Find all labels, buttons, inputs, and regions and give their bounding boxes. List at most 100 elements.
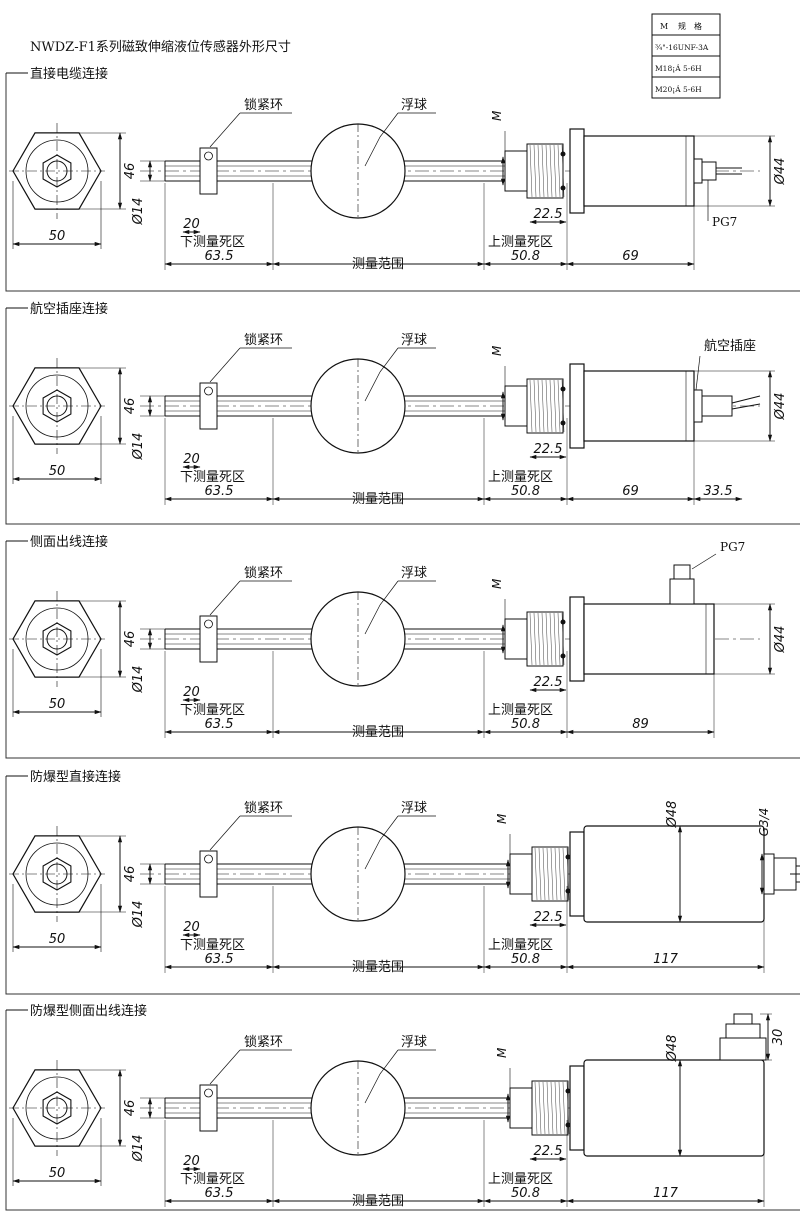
- hex-height-dim: 46: [123, 398, 138, 415]
- ex-side-gland-cap: [733, 1013, 753, 1025]
- section-1: 直接电缆连接4650锁紧环浮球MØ14Ø44PG72063.5下测量死区测量范围…: [5, 66, 800, 292]
- section-frame: [5, 1010, 800, 1211]
- seal-dot-bottom: [560, 185, 566, 191]
- seal-dot-bottom: [560, 653, 566, 659]
- lock-ring: [199, 382, 218, 430]
- thread-line: [549, 379, 553, 433]
- head-dia-label: Ø48: [665, 1035, 680, 1063]
- connector: PG7: [693, 158, 742, 229]
- measure-range-label: 测量范围: [352, 725, 404, 740]
- thread-line: [553, 612, 557, 666]
- thread-line: [550, 847, 554, 901]
- head-length-dim: 69: [622, 249, 639, 264]
- head-dia-label: Ø48: [665, 801, 680, 829]
- head-dia-dim: Ø44: [773, 626, 788, 654]
- rod-dia-label: Ø14: [131, 198, 146, 226]
- thread-m-label: M: [495, 813, 509, 824]
- thread-line: [545, 379, 549, 433]
- lock-ring-screw: [204, 386, 213, 396]
- hex-height-dim: 46: [123, 866, 138, 883]
- thread-seat: [504, 150, 528, 192]
- drawing-sections: 直接电缆连接4650锁紧环浮球MØ14Ø44PG72063.5下测量死区测量范围…: [5, 66, 800, 1211]
- thread-line: [538, 847, 542, 901]
- dim-50-8: 50.8: [511, 1186, 540, 1201]
- hex-width-dim: 50: [49, 229, 66, 244]
- section-frame: [5, 73, 800, 292]
- thread-line: [550, 1081, 554, 1135]
- dim-63-5: 63.5: [205, 1186, 234, 1201]
- head-length-dim: 89: [632, 717, 649, 732]
- thread-line: [557, 379, 561, 433]
- thread-body: [526, 611, 564, 667]
- connector: 航空插座: [693, 338, 761, 423]
- measure-range-label: 测量范围: [352, 1194, 404, 1209]
- socket-body: [701, 395, 733, 417]
- lock-ring-screw: [204, 619, 213, 629]
- g34-label: G3/4: [757, 808, 771, 837]
- dim-22-5: 22.5: [534, 910, 563, 925]
- seal-dot-top: [560, 386, 566, 392]
- dim-63-5: 63.5: [205, 484, 234, 499]
- upper-dead-zone-label: 上测量死区: [488, 703, 553, 718]
- dim-50-8: 50.8: [511, 484, 540, 499]
- dim-50-8: 50.8: [511, 952, 540, 967]
- thread-line: [557, 612, 561, 666]
- lower-dead-zone-label: 下测量死区: [180, 938, 245, 953]
- lock-ring: [199, 147, 218, 195]
- dim-20: 20: [183, 217, 200, 232]
- socket-flange: [693, 389, 703, 423]
- connector: G3/4: [757, 808, 800, 895]
- thread-line: [529, 379, 533, 433]
- section-title: 防爆型直接连接: [30, 769, 121, 785]
- thread-body: [531, 1080, 569, 1136]
- seal-dot-top: [560, 151, 566, 157]
- float-ball: [310, 591, 406, 687]
- extra-length-dim: 33.5: [704, 484, 733, 499]
- dim-22-5: 22.5: [534, 442, 563, 457]
- section-title: 直接电缆连接: [30, 66, 108, 82]
- head-dia-dim: Ø44: [773, 158, 788, 186]
- pg7-leader: [691, 553, 717, 570]
- thread-seat: [504, 618, 528, 660]
- spec-header-label: 规 格: [678, 21, 702, 31]
- thread-line: [534, 1081, 538, 1135]
- thread-line: [537, 144, 541, 198]
- upper-dead-zone-label: 上测量死区: [488, 938, 553, 953]
- thread-line: [533, 612, 537, 666]
- head-length-dim: 117: [653, 952, 679, 967]
- hex-width-dim: 50: [49, 697, 66, 712]
- dim-50-8: 50.8: [511, 717, 540, 732]
- section-frame: [5, 776, 800, 995]
- dim-22-5: 22.5: [534, 1144, 563, 1159]
- pg7-label: PG7: [712, 215, 737, 229]
- lock-ring: [199, 850, 218, 898]
- lock-ring-label: 锁紧环: [244, 1034, 283, 1050]
- lock-ring-leader: [209, 815, 241, 851]
- hex-height-dim: 46: [123, 163, 138, 180]
- dim-20: 20: [183, 452, 200, 467]
- height-30-dim: 30: [771, 1029, 786, 1046]
- thread-line: [558, 847, 562, 901]
- side-gland: [669, 578, 695, 605]
- head-flange: [569, 596, 585, 682]
- thread-line: [553, 144, 557, 198]
- measure-range-label: 测量范围: [352, 960, 404, 975]
- float-leader-2: [379, 347, 399, 373]
- sensor-head-explosion-proof: [583, 1059, 765, 1157]
- hex-height-dim: 46: [123, 1100, 138, 1117]
- thread-line: [557, 144, 561, 198]
- float-leader-2: [379, 1049, 399, 1075]
- sensor-head: [583, 370, 695, 442]
- dim-22-5: 22.5: [534, 675, 563, 690]
- dim-63-5: 63.5: [205, 249, 234, 264]
- socket-cable-bottom: [731, 403, 761, 410]
- head-flange: [569, 831, 585, 917]
- thread-line: [553, 379, 557, 433]
- float-leader: [364, 839, 381, 870]
- thread-line: [533, 379, 537, 433]
- float-leader: [364, 371, 381, 402]
- float-leader: [364, 604, 381, 635]
- seal-dot-top: [565, 1088, 571, 1094]
- rod-dia-label: Ø14: [131, 433, 146, 461]
- ex-gland-base: [763, 853, 775, 895]
